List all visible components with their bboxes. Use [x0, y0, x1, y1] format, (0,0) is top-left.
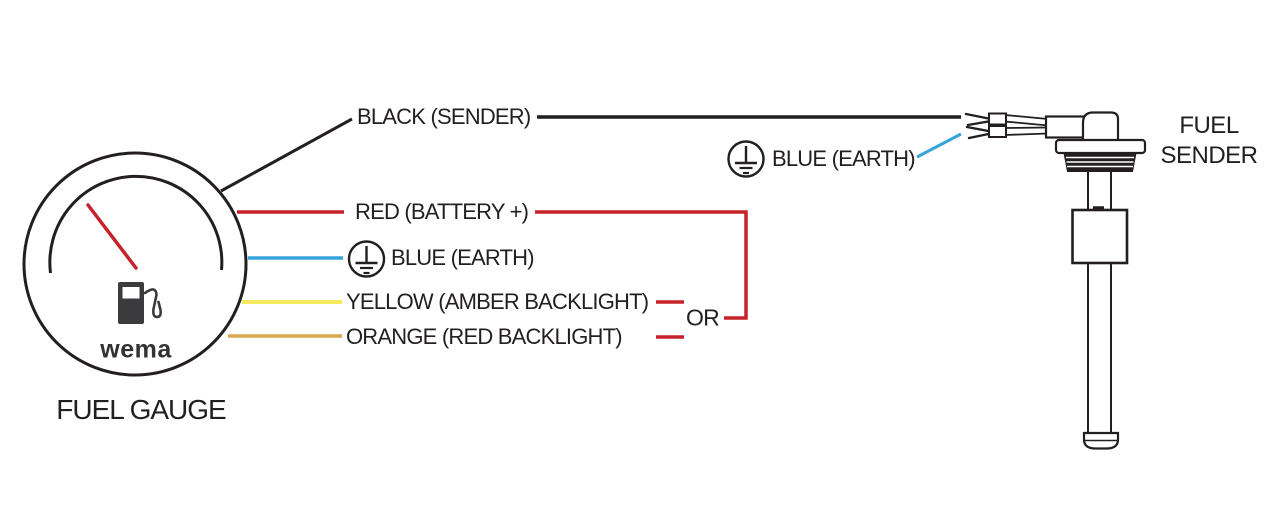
sender-elbow-head [1081, 111, 1120, 140]
wires [220, 115, 962, 339]
label-orange-backlight: ORANGE (RED BACKLIGHT) [346, 324, 623, 349]
fuel-gauge [22, 151, 248, 377]
sender-float [1071, 208, 1129, 265]
fuel-pump-window [122, 287, 140, 299]
fork-terminal-icon [964, 112, 1007, 127]
sender-threads [1063, 152, 1137, 172]
sender-flange [1054, 138, 1147, 155]
fuel-gauge-caption: FUEL GAUGE [56, 394, 226, 425]
sender-connector [1044, 115, 1088, 139]
sender-lead-wires [1004, 114, 1049, 136]
wire-blue-earth-sender [916, 132, 962, 159]
label-blue-earth-gauge: BLUE (EARTH) [391, 245, 535, 270]
fuel-sender-caption: FUEL SENDER [1160, 112, 1258, 169]
wema-brand-logo: wema [100, 335, 172, 364]
wire-black-sender-diagonal [220, 117, 353, 193]
fuel-pump-hose [143, 288, 162, 319]
label-red-battery: RED (BATTERY +) [355, 199, 529, 224]
gauge-dial-arc [48, 174, 224, 274]
label-blue-earth-sender: BLUE (EARTH) [772, 146, 916, 171]
label-or: OR [686, 304, 720, 331]
earth-ground-icon [347, 240, 386, 278]
earth-ground-icon [727, 140, 765, 178]
fuel-pump-icon [118, 282, 162, 324]
fork-terminal-icon [965, 125, 1007, 140]
wire-red-battery-to-or [535, 210, 748, 320]
gauge-needle [86, 203, 138, 270]
label-yellow-backlight: YELLOW (AMBER BACKLIGHT) [346, 289, 649, 314]
fuel-sender-unit [964, 111, 1147, 450]
label-black-sender: BLACK (SENDER) [357, 104, 531, 129]
